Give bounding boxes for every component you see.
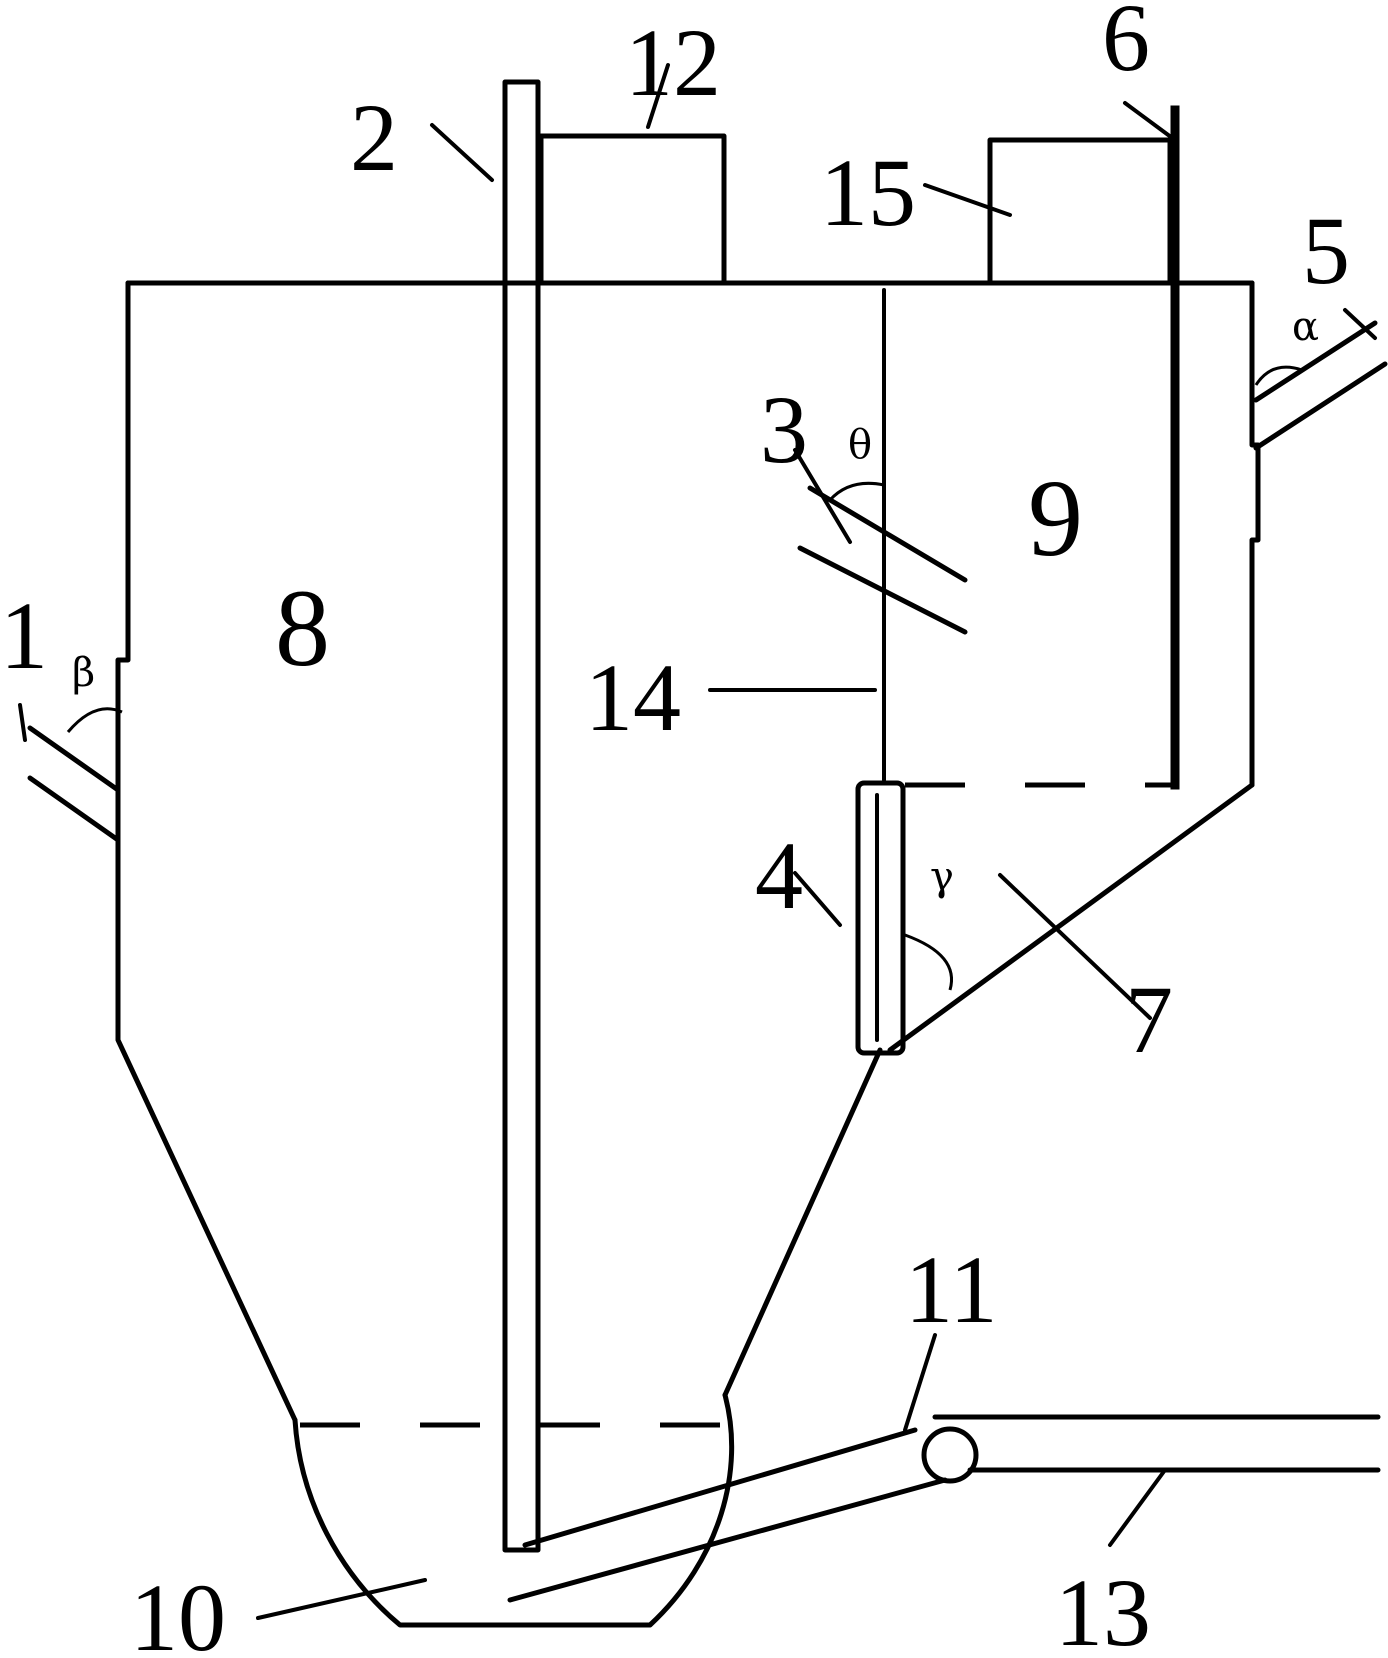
- angle-label-theta: θ: [848, 422, 872, 468]
- element-4: [855, 780, 906, 1056]
- angle-labels: β α θ γ: [72, 304, 1319, 900]
- label-2: 2: [350, 84, 398, 191]
- discharge-pipe: [507, 1414, 1381, 1603]
- vessel-right-wall: [1249, 280, 1261, 788]
- leader-lines: [18, 63, 1377, 1620]
- leader-5: [1343, 308, 1377, 340]
- label-3: 3: [760, 376, 808, 483]
- baffle-3-line-a: [807, 485, 968, 583]
- leader-7: [998, 873, 1152, 1020]
- leader-6: [1123, 101, 1177, 142]
- nozzle-1: [27, 725, 121, 843]
- label-9: 9: [1028, 457, 1083, 579]
- label-7: 7: [1125, 966, 1173, 1073]
- nozzle-1-line-b: [27, 725, 121, 793]
- leader-12: [646, 63, 670, 129]
- label-8: 8: [275, 567, 330, 689]
- label-4: 4: [755, 822, 803, 929]
- valve-11: [921, 1426, 979, 1484]
- discharge-incline-b: [507, 1477, 948, 1603]
- pipe-2-body: [502, 79, 541, 1553]
- angle-arc-theta: [828, 481, 885, 502]
- chamber-7-floor: [887, 782, 1255, 1053]
- leader-4: [793, 871, 842, 927]
- pipe-2: [502, 79, 541, 1553]
- leader-15: [923, 183, 1012, 217]
- label-1: 1: [0, 582, 48, 689]
- vessel-right-taper: [722, 1047, 883, 1398]
- element-4-outer: [855, 780, 906, 1056]
- angle-label-alpha: α: [1292, 304, 1319, 350]
- leader-1: [18, 703, 27, 742]
- vessel-left-wall: [115, 280, 298, 1423]
- leader-13: [1108, 1468, 1167, 1547]
- angle-arc-alpha: [1254, 365, 1303, 386]
- nozzle-5: [1253, 320, 1388, 451]
- box-15: [987, 137, 1173, 286]
- nozzle-1-line-a: [27, 775, 121, 843]
- angle-arc-gamma: [904, 933, 953, 991]
- leader-3: [793, 448, 852, 544]
- label-11: 11: [905, 1236, 997, 1343]
- baffle-3: [797, 485, 968, 635]
- label-12: 12: [625, 9, 721, 116]
- nozzle-5-line-b: [1253, 361, 1388, 451]
- bottom-chamber-outline: [292, 1392, 735, 1628]
- leader-10: [256, 1578, 427, 1620]
- angle-label-beta: β: [72, 650, 95, 696]
- label-15: 15: [820, 139, 916, 246]
- label-14: 14: [585, 644, 681, 751]
- angle-label-gamma: γ: [930, 854, 954, 900]
- leader-2: [430, 123, 494, 182]
- label-10: 10: [130, 1564, 226, 1658]
- box-12: [538, 133, 727, 286]
- label-6: 6: [1102, 0, 1150, 91]
- angle-arc-beta: [66, 707, 123, 733]
- label-5: 5: [1302, 197, 1350, 304]
- discharge-incline-a: [522, 1427, 918, 1548]
- label-13: 13: [1055, 1559, 1151, 1658]
- baffle-3-line-b: [797, 545, 968, 635]
- number-labels: 1 2 12 6 15 5 3 8 9 14 4 7 11 10 13: [0, 0, 1350, 1658]
- leader-11: [903, 1333, 937, 1432]
- nozzle-5-line-a: [1253, 320, 1378, 403]
